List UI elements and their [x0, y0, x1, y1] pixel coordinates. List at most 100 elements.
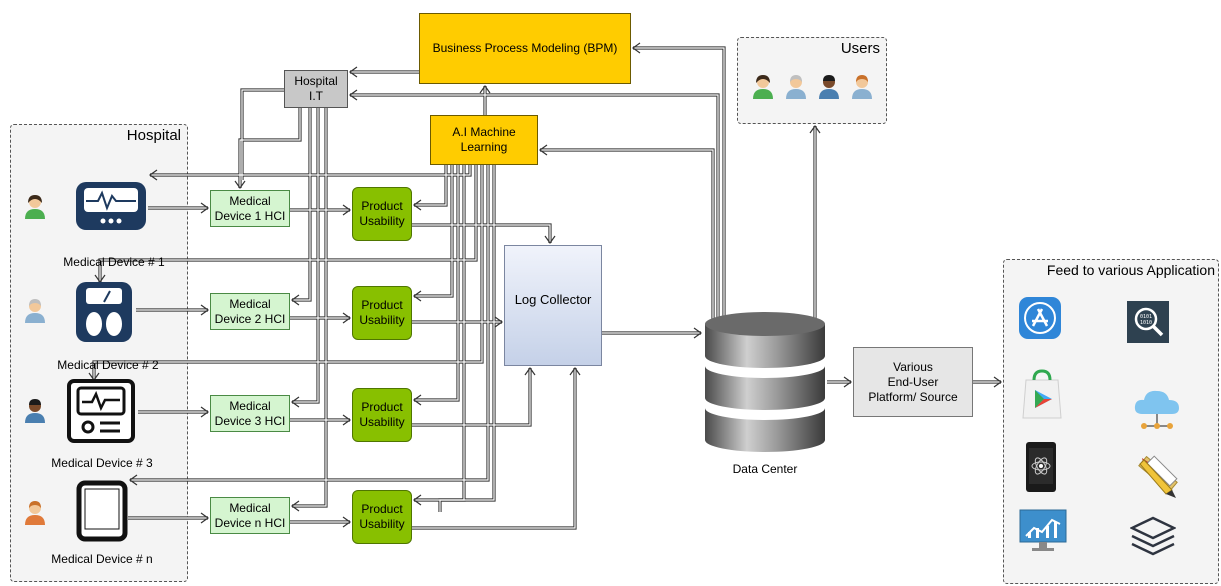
arrowhead [809, 124, 821, 134]
arrowhead [290, 294, 300, 306]
arrowhead [148, 169, 158, 181]
connector-11-inner [412, 368, 531, 426]
device-n-label: Medical Device # n [51, 552, 153, 566]
connector-24-inner [292, 108, 319, 403]
scale-device-icon [76, 282, 132, 342]
connector-19 [633, 46, 726, 320]
pu-2-label-2: Usability [359, 313, 405, 327]
connector-25-inner [292, 108, 327, 507]
user-gray-icon [25, 299, 45, 323]
connector-35 [438, 165, 496, 512]
monitor-chart-icon[interactable] [1018, 508, 1068, 554]
arrowhead [538, 144, 548, 156]
connector-28-inner [414, 165, 453, 297]
user-green-icon [25, 195, 45, 219]
connector-11 [412, 368, 532, 427]
arrowhead [128, 474, 138, 486]
device-1-label: Medical Device # 1 [63, 255, 165, 269]
app-store-icon[interactable] [1018, 296, 1062, 340]
connector-32-inner [99, 165, 477, 282]
connector-18-inner [350, 94, 719, 320]
pu-3-label-1: Product [361, 400, 403, 414]
hospital-it-label-2: I.T [308, 89, 323, 103]
user-orange-icon [25, 501, 45, 525]
atom-phone-icon[interactable] [1024, 440, 1058, 494]
tablet-device-icon [76, 480, 128, 542]
user-dark-icon [25, 399, 45, 423]
hci-3-label-1: Medical [229, 398, 271, 413]
svg-text:0101: 0101 [1140, 314, 1152, 320]
various-label-3: Platform/ Source [868, 389, 958, 404]
arrowhead [200, 202, 210, 214]
hci-2-label-2: Device 2 HCI [214, 311, 286, 326]
arrowhead [342, 312, 352, 324]
user-green-icon [753, 75, 773, 99]
layers-icon[interactable] [1130, 516, 1176, 558]
pu-3-label-2: Usability [359, 415, 405, 429]
pu-1-label-2: Usability [359, 214, 405, 228]
pencil-ruler-icon[interactable] [1132, 452, 1180, 502]
connector-22-inner [239, 108, 301, 188]
ecg-device-icon [67, 379, 135, 443]
arrowhead [412, 494, 422, 506]
play-store-icon[interactable] [1020, 368, 1064, 420]
arrowhead [412, 290, 422, 302]
pu-n-label-2: Usability [359, 517, 405, 531]
bpm-node: Business Process Modeling (BPM) [419, 13, 631, 84]
user-orange-icon [852, 75, 872, 99]
bpm-label: Business Process Modeling (BPM) [432, 41, 618, 55]
ai-label-2: Learning [460, 140, 508, 154]
pu-1-label-1: Product [361, 199, 403, 213]
arrowhead [693, 327, 703, 339]
database-icon [705, 312, 825, 452]
arrowhead [479, 84, 491, 94]
device-3-label: Medical Device # 3 [51, 456, 153, 470]
arrowhead [544, 235, 556, 245]
arrowhead [494, 316, 504, 328]
log-collector-node: Log Collector [504, 245, 602, 366]
connector-26-inner [241, 89, 290, 180]
connector-23-inner [292, 108, 311, 301]
feed-group-title: Feed to various Application [1046, 262, 1215, 278]
arrowhead [342, 516, 352, 528]
arrowhead [200, 406, 210, 418]
arrowhead [290, 500, 300, 512]
connector-27 [414, 165, 448, 207]
data-center-label: Data Center [732, 462, 798, 476]
hospital-group-title: Hospital [126, 127, 181, 144]
log-collector-label: Log Collector [514, 292, 592, 307]
arrowhead [993, 376, 1003, 388]
connector-26 [240, 88, 290, 180]
various-label-1: Various [893, 359, 933, 374]
arrowhead [348, 66, 358, 78]
hci-n-label-2: Device n HCI [214, 515, 286, 530]
arrowhead [200, 304, 210, 316]
arrowhead [290, 396, 300, 408]
connector-33-inner [93, 165, 483, 380]
user-dark-icon [819, 75, 839, 99]
connector-12-inner [412, 368, 576, 529]
binary-search-icon[interactable]: 0101 1010 [1126, 300, 1170, 344]
cloud-network-icon[interactable] [1132, 386, 1182, 432]
pu-n-label-1: Product [361, 502, 403, 516]
hci-3-label-2: Device 3 HCI [214, 413, 286, 428]
users-group-title: Users [840, 40, 880, 57]
arrowhead [412, 394, 422, 406]
hci-1-label-2: Device 1 HCI [214, 208, 286, 223]
user-gray-icon [786, 75, 806, 99]
connector-27-inner [414, 165, 447, 206]
arrowhead [234, 180, 246, 190]
connector-24 [292, 108, 320, 404]
hci-n-label-1: Medical [229, 500, 271, 515]
arrowhead [843, 376, 853, 388]
